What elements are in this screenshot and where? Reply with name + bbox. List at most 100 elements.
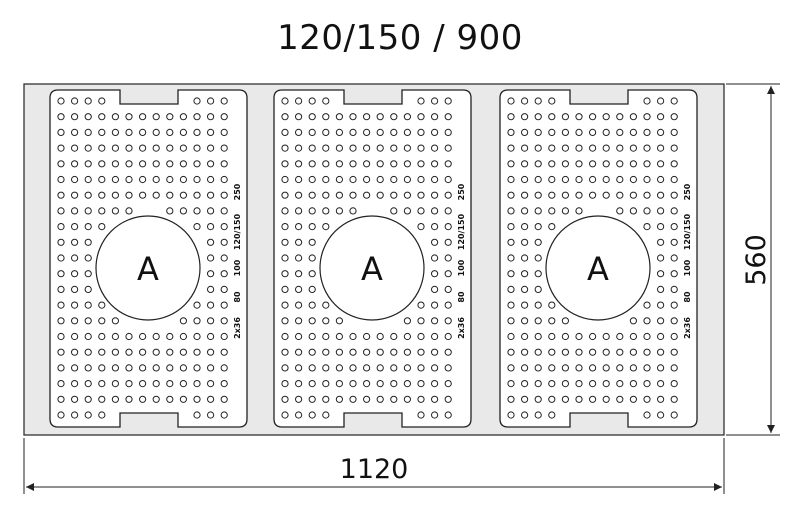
hole <box>657 285 665 293</box>
hole <box>322 223 330 231</box>
hole <box>602 160 610 168</box>
hole <box>125 160 133 168</box>
hole <box>322 301 330 309</box>
hole <box>390 207 398 215</box>
hole <box>403 364 411 372</box>
hole <box>521 144 529 152</box>
hole <box>376 348 384 356</box>
size-marking: 2x36 <box>683 317 692 339</box>
hole <box>98 191 106 199</box>
hole <box>431 191 439 199</box>
hole <box>629 317 638 325</box>
hole <box>111 191 120 199</box>
hole <box>444 113 452 121</box>
hole <box>521 317 529 325</box>
hole <box>281 380 289 388</box>
hole <box>179 128 187 136</box>
hole <box>589 144 597 152</box>
hole <box>335 317 343 325</box>
hole <box>220 113 228 121</box>
hole <box>193 301 201 309</box>
hole <box>548 317 556 325</box>
hole <box>193 380 201 388</box>
hole <box>308 395 316 403</box>
hole <box>84 301 92 309</box>
hole <box>111 332 120 341</box>
hole <box>125 207 133 215</box>
hole <box>643 97 651 105</box>
hole <box>521 97 529 105</box>
hole <box>376 364 384 372</box>
hole <box>179 207 187 215</box>
hole <box>335 191 343 199</box>
hole <box>98 175 106 184</box>
hole <box>561 317 570 325</box>
hole <box>295 238 303 246</box>
hole <box>363 144 371 152</box>
center-hole-label: A <box>361 250 383 288</box>
hole <box>548 144 556 152</box>
hole <box>431 380 439 388</box>
hole <box>390 191 398 199</box>
hole <box>431 113 439 121</box>
hole <box>322 207 330 215</box>
hole <box>295 348 303 356</box>
hole <box>602 364 610 372</box>
hole <box>575 364 583 372</box>
hole <box>335 144 343 152</box>
hole <box>657 395 665 403</box>
hole <box>602 348 610 356</box>
hole <box>616 364 624 372</box>
hole <box>657 317 665 325</box>
hole <box>534 411 542 419</box>
hole <box>193 223 201 231</box>
hole <box>179 160 187 168</box>
hole <box>616 144 624 152</box>
size-marking: 80 <box>233 291 242 303</box>
hole <box>193 191 201 199</box>
hole <box>335 128 343 136</box>
hole <box>390 364 398 372</box>
hole <box>444 364 452 372</box>
hole <box>295 317 303 325</box>
hole <box>403 160 411 168</box>
hole <box>179 175 187 184</box>
hole <box>575 332 583 341</box>
hole <box>616 175 624 184</box>
hole <box>207 270 215 278</box>
hole <box>111 207 120 215</box>
hole <box>139 348 147 356</box>
hole <box>220 160 228 168</box>
hole <box>507 238 515 246</box>
hole <box>670 380 678 388</box>
hole <box>670 97 678 105</box>
hole <box>71 113 79 121</box>
hole <box>521 395 529 403</box>
hole <box>139 160 147 168</box>
hole <box>295 113 303 121</box>
hole <box>295 301 303 309</box>
hole <box>281 191 289 199</box>
hole <box>179 191 187 199</box>
hole <box>363 160 371 168</box>
hole <box>507 317 515 325</box>
hole <box>220 207 228 215</box>
hole <box>521 238 529 246</box>
hole <box>521 285 529 293</box>
hole <box>322 128 330 136</box>
hole <box>643 223 651 231</box>
hole <box>166 364 174 372</box>
hole <box>643 175 651 184</box>
hole <box>295 160 303 168</box>
hole <box>322 348 330 356</box>
hole <box>534 364 542 372</box>
hole <box>431 270 439 278</box>
hole <box>534 160 542 168</box>
hole <box>322 144 330 152</box>
hole <box>670 332 678 341</box>
hole <box>575 191 583 199</box>
hole <box>589 128 597 136</box>
hole <box>84 97 92 105</box>
hole <box>152 348 160 356</box>
